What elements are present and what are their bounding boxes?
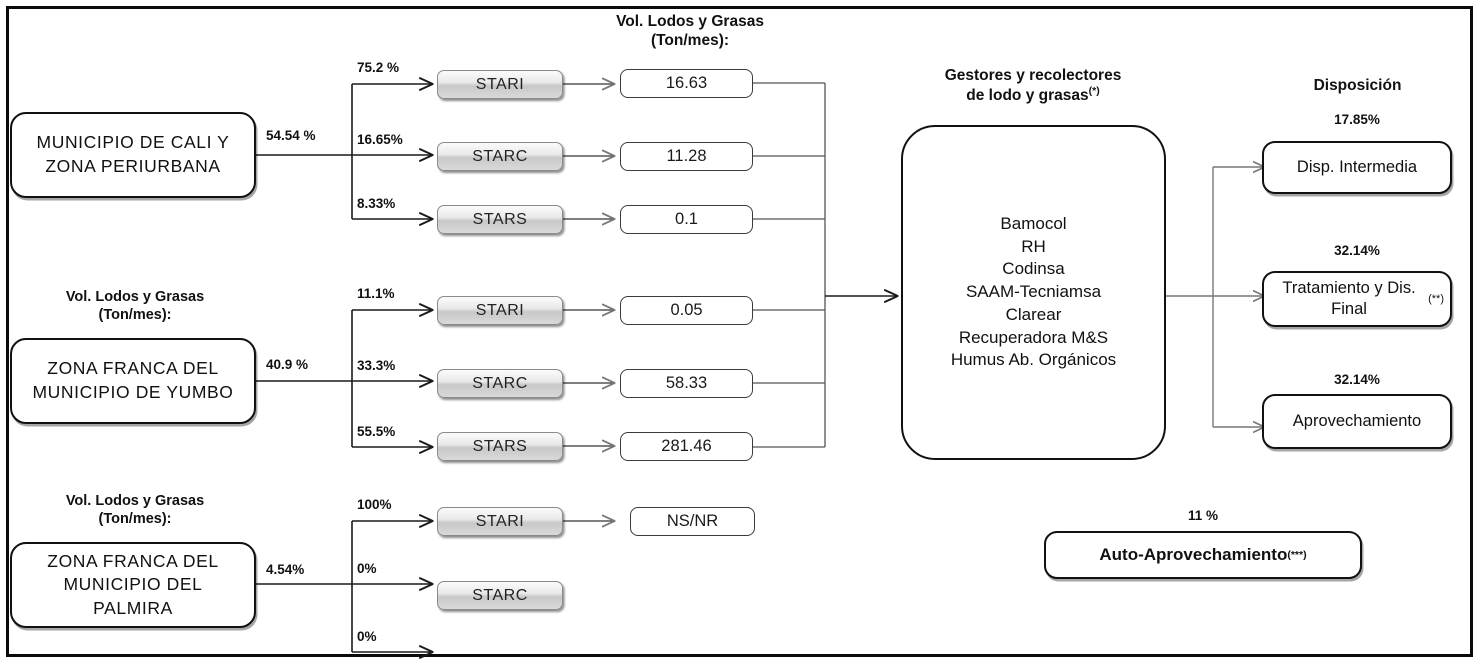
branch-percent-palmira-1: 100%: [357, 497, 392, 512]
gestor-item-recuperadora: Recuperadora M&S: [958, 327, 1109, 347]
disposicion-percent-3: 32.14%: [1334, 372, 1380, 387]
gestor-item-saam: SAAM-Tecniamsa: [965, 282, 1102, 302]
gestores-header-footnote: (*): [1088, 85, 1100, 98]
gestor-item-bamocol: Bamocol: [1000, 213, 1067, 233]
plant-pill-cali-stars[interactable]: STARS: [437, 205, 563, 234]
plant-pill-yumbo-stari[interactable]: STARI: [437, 296, 563, 325]
vol-header-line2: (Ton/mes):: [650, 32, 730, 50]
value-box-cali-stars: 0.1: [620, 205, 753, 234]
yumbo-caption-line2: (Ton/mes):: [98, 307, 172, 324]
yumbo-caption: Vol. Lodos y Grasas (Ton/mes):: [22, 288, 248, 324]
branch-percent-yumbo-3: 55.5%: [357, 424, 396, 439]
gestor-item-humus: Humus Ab. Orgánicos: [950, 350, 1117, 370]
palmira-caption-line1: Vol. Lodos y Grasas: [65, 493, 205, 509]
auto-aprovechamiento-percent: 11 %: [1187, 508, 1219, 523]
diagram-outer-frame: [6, 6, 1473, 657]
value-box-cali-stari: 16.63: [620, 69, 753, 98]
gestores-column-header: Gestores y recolectores de lodo y grasas…: [893, 66, 1173, 106]
source-cali-main-percent: 54.54 %: [266, 128, 316, 143]
disposicion-percent-2: 32.14%: [1334, 243, 1380, 258]
vol-column-header: Vol. Lodos y Grasas (Ton/mes):: [600, 12, 780, 51]
value-box-cali-starc: 11.28: [620, 142, 753, 171]
gestor-item-rh: RH: [1021, 236, 1046, 256]
value-box-yumbo-stari: 0.05: [620, 296, 753, 325]
yumbo-caption-line1: Vol. Lodos y Grasas: [65, 289, 205, 305]
auto-aprovechamiento-footnote: (***): [1287, 549, 1307, 561]
palmira-caption-line2: (Ton/mes):: [98, 511, 172, 528]
auto-aprovechamiento-box[interactable]: Auto-Aprovechamiento(***): [1044, 531, 1362, 579]
gestores-box[interactable]: Bamocol RH Codinsa SAAM-Tecniamsa Clarea…: [901, 125, 1166, 460]
disposicion-box-intermedia[interactable]: Disp. Intermedia: [1262, 141, 1452, 194]
source-box-yumbo[interactable]: ZONA FRANCA DEL MUNICIPIO DE YUMBO: [10, 338, 256, 424]
plant-pill-palmira-starc[interactable]: STARC: [437, 581, 563, 610]
vol-header-line1: Vol. Lodos y Grasas: [616, 13, 764, 30]
plant-pill-yumbo-starc[interactable]: STARC: [437, 369, 563, 398]
value-box-yumbo-starc: 58.33: [620, 369, 753, 398]
disposicion-box-tratamiento-footnote: (**): [1428, 292, 1444, 305]
plant-pill-cali-stari[interactable]: STARI: [437, 70, 563, 99]
branch-percent-yumbo-1: 11.1%: [357, 286, 395, 301]
plant-pill-palmira-stari[interactable]: STARI: [437, 507, 563, 536]
gestores-header-line2: de lodo y grasas(*): [966, 85, 1100, 105]
disposicion-column-header: Disposición: [1313, 77, 1402, 94]
branch-percent-cali-1: 75.2 %: [357, 60, 400, 75]
branch-percent-palmira-2: 0%: [357, 561, 377, 576]
value-box-yumbo-stars: 281.46: [620, 432, 753, 461]
source-yumbo-main-percent: 40.9 %: [266, 357, 309, 372]
gestores-list: Bamocol RH Codinsa SAAM-Tecniamsa Clarea…: [951, 213, 1116, 372]
plant-pill-yumbo-stars[interactable]: STARS: [437, 432, 563, 461]
gestor-item-clarear: Clarear: [1005, 304, 1062, 324]
gestores-header-line1: Gestores y recolectores: [944, 67, 1122, 84]
gestor-item-codinsa: Codinsa: [1002, 259, 1065, 279]
disposicion-box-aprovechamiento[interactable]: Aprovechamiento: [1262, 394, 1452, 449]
branch-percent-yumbo-2: 33.3%: [357, 358, 396, 373]
branch-percent-cali-2: 16.65%: [357, 132, 403, 147]
source-box-cali[interactable]: MUNICIPIO DE CALI Y ZONA PERIURBANA: [10, 112, 256, 198]
branch-percent-palmira-3: 0%: [357, 629, 377, 644]
source-palmira-main-percent: 4.54%: [266, 562, 305, 577]
disposicion-box-tratamiento[interactable]: Tratamiento y Dis. Final (**): [1262, 271, 1452, 327]
source-box-palmira[interactable]: ZONA FRANCA DEL MUNICIPIO DEL PALMIRA: [10, 542, 256, 628]
branch-percent-cali-3: 8.33%: [357, 196, 396, 211]
disposicion-percent-1: 17.85%: [1334, 112, 1380, 127]
palmira-caption: Vol. Lodos y Grasas (Ton/mes):: [22, 492, 248, 528]
value-box-palmira-stari: NS/NR: [630, 507, 755, 536]
disposicion-box-tratamiento-label: Tratamiento y Dis. Final: [1282, 278, 1416, 318]
auto-aprovechamiento-label: Auto-Aprovechamiento: [1099, 545, 1288, 564]
plant-pill-cali-starc[interactable]: STARC: [437, 142, 563, 171]
